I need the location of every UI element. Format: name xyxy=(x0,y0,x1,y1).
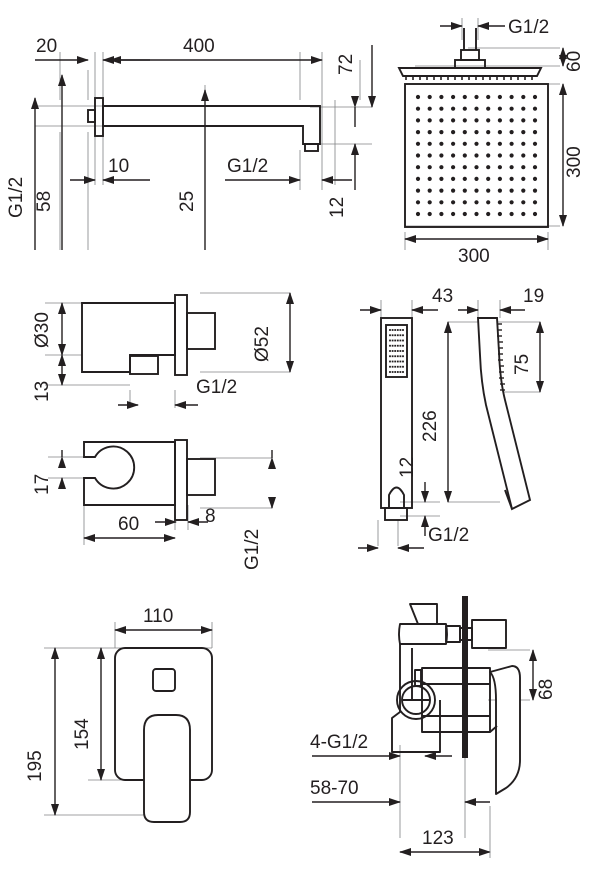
hand-shower-side-nozzles xyxy=(497,323,505,391)
dim-68: 68 xyxy=(529,649,557,701)
dim-20-label: 20 xyxy=(36,36,57,57)
shower-head-nozzle-grid xyxy=(415,94,538,217)
dim-19: 19 xyxy=(458,286,544,314)
dim-g12-arm-end: G1/2 xyxy=(225,156,352,184)
dim-72: 72 xyxy=(336,45,376,108)
dim-300-v-label: 300 xyxy=(564,146,585,178)
dim-hand-g12: G1/2 xyxy=(358,525,469,552)
dim-head-g12: G1/2 xyxy=(440,17,549,38)
dim-58: 58 xyxy=(34,74,66,250)
dim-123: 123 xyxy=(399,806,491,858)
shower-head-side-nozzles xyxy=(405,76,533,80)
dim-58-label: 58 xyxy=(34,191,55,212)
dim-d30-label: Ø30 xyxy=(32,312,53,348)
dim-d52: Ø52 xyxy=(252,292,294,373)
dim-12-arm-label: 12 xyxy=(327,197,348,218)
dim-43: 43 xyxy=(360,286,453,314)
dim-12-hand: 12 xyxy=(397,457,429,536)
dim-holder-g12: G1/2 xyxy=(242,450,276,570)
hand-shower-side xyxy=(476,317,532,511)
dim-outlet-g12: G1/2 xyxy=(118,377,237,409)
dim-25: 25 xyxy=(177,89,209,250)
dim-head-g12-label: G1/2 xyxy=(508,17,549,38)
dim-13: 13 xyxy=(32,354,66,402)
dim-400-label: 400 xyxy=(183,36,215,57)
dim-g12-left-label: G1/2 xyxy=(6,177,27,218)
dim-226-label: 226 xyxy=(420,410,441,442)
dim-300-v: 300 xyxy=(559,83,585,227)
view-mixer-plate: 110 154 195 xyxy=(25,606,213,823)
dim-19-label: 19 xyxy=(523,286,544,307)
dim-4-g12-label: 4-G1/2 xyxy=(310,732,368,753)
dim-outlet-g12-label: G1/2 xyxy=(196,377,237,398)
dim-300-h-label: 300 xyxy=(458,246,490,267)
hand-shower-front xyxy=(380,317,413,521)
valve-body-geometry xyxy=(391,603,521,795)
view-shower-arm: 20 400 72 G1/2 58 10 xyxy=(6,36,376,250)
view-hand-shower: 43 19 75 226 12 G1/2 xyxy=(358,286,544,552)
dim-60-holder: 60 xyxy=(83,514,176,542)
dim-12-hand-label: 12 xyxy=(397,457,418,478)
dim-154-label: 154 xyxy=(72,718,93,750)
dim-195-label: 195 xyxy=(25,750,46,782)
dim-226: 226 xyxy=(420,321,452,503)
dim-hand-g12-label: G1/2 xyxy=(428,525,469,546)
dim-154: 154 xyxy=(72,647,105,781)
dim-72-label: 72 xyxy=(336,54,357,75)
dim-d52-label: Ø52 xyxy=(252,326,273,362)
dim-4-g12: 4-G1/2 xyxy=(310,732,452,760)
dim-110-label: 110 xyxy=(143,606,173,627)
dim-10-label: 10 xyxy=(108,156,129,177)
dim-g12-arm-end-label: G1/2 xyxy=(227,156,268,177)
dim-58-70-label: 58-70 xyxy=(310,778,359,799)
view-valve-body: 68 4-G1/2 58-70 123 xyxy=(310,596,557,858)
dim-10: 10 xyxy=(70,156,150,184)
dim-123-label: 123 xyxy=(422,828,454,849)
dim-60-holder-label: 60 xyxy=(118,514,139,535)
dim-300-h: 300 xyxy=(404,235,549,267)
dim-8-label: 8 xyxy=(205,506,216,527)
dim-12-arm: 12 xyxy=(327,96,359,218)
view-shower-holder: 17 60 8 G1/2 xyxy=(32,439,276,570)
view-wall-outlet: Ø30 13 Ø52 G1/2 xyxy=(32,292,294,409)
mixer-plate-body xyxy=(114,647,213,823)
dim-holder-g12-label: G1/2 xyxy=(242,529,263,570)
dim-68-label: 68 xyxy=(536,679,557,700)
hand-shower-nozzle-grid xyxy=(389,329,404,373)
dim-d30: Ø30 xyxy=(32,302,66,356)
dim-58-70: 58-70 xyxy=(310,778,490,806)
dim-g12-left: G1/2 xyxy=(6,97,39,250)
dim-195: 195 xyxy=(25,647,59,816)
dim-17: 17 xyxy=(32,450,66,495)
shower-arm-body xyxy=(87,97,321,152)
dim-75: 75 xyxy=(512,321,544,393)
shower-head-side-profile xyxy=(397,67,543,77)
dim-400: 400 xyxy=(109,36,323,64)
dim-110: 110 xyxy=(114,606,213,634)
dim-60: 60 xyxy=(559,47,585,72)
wall-outlet-body xyxy=(81,294,216,376)
view-shower-head: G1/2 60 300 300 xyxy=(397,17,585,267)
dim-13-label: 13 xyxy=(32,381,53,402)
dim-25-label: 25 xyxy=(177,191,198,212)
dim-75-label: 75 xyxy=(512,354,533,375)
shower-holder-body xyxy=(83,439,216,521)
dim-60-label: 60 xyxy=(564,51,585,72)
dim-8: 8 xyxy=(155,506,216,527)
dim-43-label: 43 xyxy=(432,286,453,307)
dim-17-label: 17 xyxy=(32,474,53,495)
shower-head-plan-outline xyxy=(404,83,549,228)
